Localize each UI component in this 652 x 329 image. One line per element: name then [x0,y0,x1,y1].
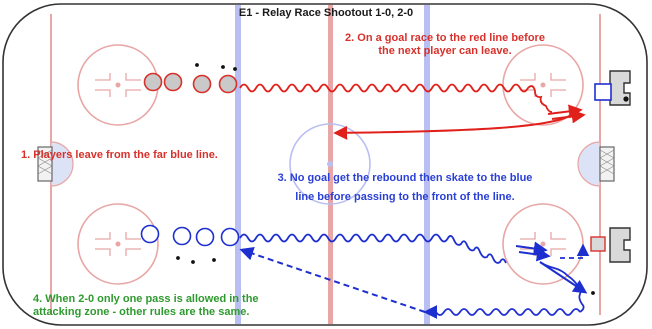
goalie-top [594,83,612,101]
diagram-title: E1 - Relay Race Shootout 1-0, 2-0 [239,7,413,19]
blue-dashed-up [560,243,590,259]
note-4-line-1: 4. When 2-0 only one pass is allowed in … [33,293,259,305]
goal-left [37,146,53,182]
red-shot-arrow-2 [551,109,586,124]
note-2-line-2: the next player can leave. [378,45,511,57]
red-skate-path [239,83,553,113]
blue-shot-arrow-2 [518,247,551,262]
pucks-bottom [176,256,595,295]
rink-boards [2,3,648,326]
goal-right [599,146,615,182]
goalie-bottom [590,236,606,252]
center-circle [289,123,371,205]
pucks-top [195,63,237,71]
blue-skate-path [239,233,507,264]
faceoff-circle-bottom-left [77,203,159,285]
net-icon-bottom [609,227,631,263]
crease-left [50,141,74,187]
note-1: 1. Players leave from the far blue line. [21,149,218,161]
note-3-line-1: 3. No goal get the rebound then skate to… [278,172,533,184]
player-line-top [143,72,238,94]
blue-line-left [235,5,241,324]
player-line-bottom [140,224,240,247]
center-dot [327,161,333,167]
blue-straight-arrow [539,261,588,294]
net-icon-top [609,70,631,106]
note-3-line-2: line before passing to the front of the … [295,191,514,203]
note-4-line-2: attacking zone - other rules are the sam… [33,306,249,318]
note-2-line-1: 2. On a goal race to the red line before [345,32,545,44]
blue-line-right [424,5,430,324]
blue-return-wavy [427,308,581,316]
crease-right [577,141,601,187]
blue-pass-dashed [239,246,426,313]
